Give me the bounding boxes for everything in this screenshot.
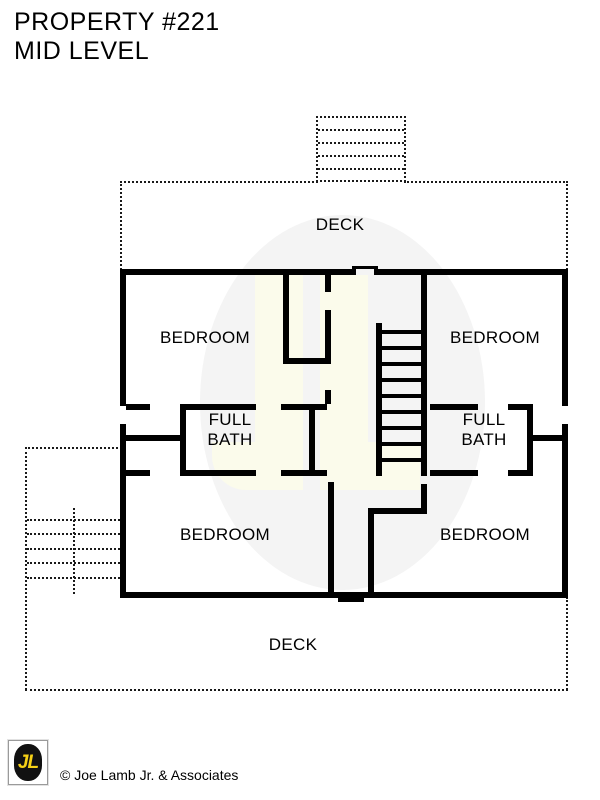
stair-tread-top-4 [318,168,404,170]
copyright-notice: © Joe Lamb Jr. & Associates [60,767,239,783]
footer: JL © Joe Lamb Jr. & Associates [0,735,600,795]
exterior-wall-right-upper [562,269,568,406]
floor-plan-drawing: DECK DECK [25,116,568,691]
watermark-letter-l-foot [320,442,420,490]
bath-right-wall-bottom-b [508,470,532,476]
stair-rail-left [376,323,382,476]
stair-tread-6 [376,410,427,414]
interior-wall-lower-hall-left [328,482,334,594]
exterior-wall-top-right [378,269,568,275]
stair-tread-top-1 [318,129,404,131]
interior-wall-lower-bedroom-riser [421,484,427,510]
exterior-wall-left-lower [120,466,126,598]
interior-wall-lower-hall-right [368,508,374,594]
title-level-name: MID LEVEL [14,37,150,65]
stair-tread-7 [376,426,427,430]
bath-left-hall-wall-top [281,404,327,410]
stair-handrail-left [73,508,75,594]
label-bath-left: FULL BATH [190,410,270,450]
deck-top-edge-left [120,181,318,183]
exterior-wall-right-mid [562,424,568,472]
bath-left-hall-divider [309,410,315,470]
interior-wall-closet-bottom [283,358,331,364]
label-bedroom-bottom-left: BEDROOM [180,525,270,544]
label-bath-left-line2: BATH [207,430,253,449]
door-bottom-threshold [338,592,364,598]
stair-tread-3 [376,362,427,366]
deck-top-right-edge [566,181,568,273]
exterior-staircase-top [316,116,406,182]
deck-bottom-right-edge [566,597,568,690]
stair-tread-8 [376,442,427,446]
exterior-wall-left-upper [120,269,126,406]
bath-left-wall-bottom-a [126,470,150,476]
bath-left-wall-top-a [126,404,150,410]
stair-tread-2 [376,346,427,350]
door-top-threshold [352,266,378,269]
bath-right-wall-top-b [508,404,532,410]
deck-left-outer-edge [25,447,27,690]
door-bottom-sill [338,598,364,602]
exterior-wall-left-mid [120,424,126,472]
label-bath-right: FULL BATH [444,410,524,450]
company-logo: JL [8,740,48,785]
stair-tread-top-3 [318,155,404,157]
deck-bottom-edge [25,689,568,691]
bath-left-wall-top-b [180,404,256,410]
interior-wall-closet-right-lower [325,310,331,364]
stair-tread-5 [376,394,427,398]
stair-tread-top-2 [318,142,404,144]
stair-tread-9 [376,458,427,462]
label-bath-left-line1: FULL [208,410,252,429]
door-top-jamb-left [352,269,356,275]
bath-right-wall-top-a [430,404,478,410]
label-deck-top: DECK [315,215,365,234]
label-deck-bottom: DECK [268,635,318,654]
stair-tread-4 [376,378,427,382]
title-property-number: PROPERTY #221 [14,8,220,36]
label-bath-right-line1: FULL [462,410,506,429]
interior-wall-lower-bedroom-top [368,508,427,514]
label-bedroom-top-left: BEDROOM [160,328,250,347]
label-bedroom-top-right: BEDROOM [450,328,540,347]
label-bedroom-bottom-right: BEDROOM [440,525,530,544]
logo-oval-shape [14,744,42,781]
interior-wall-hall-stub-upper [325,390,331,404]
bath-left-wall-bottom-b [180,470,256,476]
logo-monogram: JL [17,751,39,773]
interior-wall-closet-left [283,272,289,364]
label-bath-right-line2: BATH [461,430,507,449]
deck-left-top-edge [25,447,122,449]
watermark-letter-j-hook [212,442,303,490]
stair-tread-1 [376,330,427,334]
door-top-jamb-right [374,269,378,275]
bath-right-wall-bottom-a [430,470,478,476]
interior-wall-closet-right-upper [325,272,331,292]
stair-rail-right [421,269,427,476]
bath-right-wall-closet [527,435,568,441]
deck-top-edge-right [404,181,568,183]
bath-left-hall-wall-bottom [281,470,327,476]
exterior-wall-bottom-left [120,592,338,598]
bath-left-wall-closet [126,435,186,441]
deck-top-left-edge [120,181,122,273]
page-title: PROPERTY #221 MID LEVEL [14,8,220,66]
exterior-wall-right-lower [562,466,568,598]
exterior-wall-bottom-right [364,592,568,598]
exterior-wall-top-left [120,269,352,275]
